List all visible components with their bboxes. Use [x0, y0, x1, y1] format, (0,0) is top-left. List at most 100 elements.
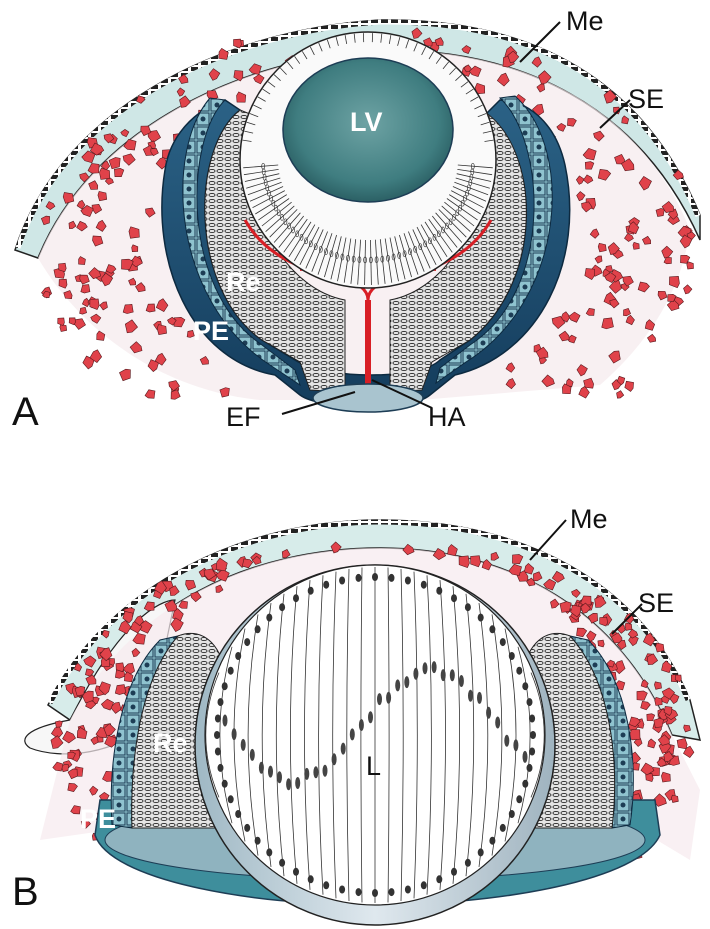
panel-b-lens-fiber-nucleus	[495, 717, 500, 729]
panel-b-lens-fiber-nucleus	[268, 766, 273, 778]
panel-a-mesenchyme-cell	[623, 379, 636, 392]
label-pe-b: PE	[80, 804, 116, 834]
panel-b-lens-epithelial-nucleus	[255, 625, 261, 633]
panel-b-lens-epithelial-nucleus	[339, 577, 345, 585]
panel-b-lens-epithelial-nucleus	[489, 625, 495, 633]
panel-b-lens-epithelial-nucleus	[308, 587, 314, 595]
panel-b-lens-epithelial-nucleus	[522, 780, 528, 788]
panel-a-mesenchyme-cell	[166, 378, 181, 392]
panel-b-lens-epithelial-nucleus	[405, 577, 411, 585]
panel-b-lens-epithelial-nucleus	[389, 888, 395, 896]
panel-b-lens-epithelial-nucleus	[214, 731, 220, 739]
panel-a	[15, 20, 700, 412]
panel-b-lens-fiber-nucleus	[477, 692, 482, 704]
panel-b-lens-epithelial-nucleus	[235, 810, 241, 818]
label-l: L	[366, 751, 381, 781]
panel-b-lens-epithelial-nucleus	[228, 795, 234, 803]
panel-b-lens-epithelial-nucleus	[529, 715, 535, 723]
label-me-a: Me	[566, 6, 604, 36]
panel-b-lens-epithelial-nucleus	[527, 764, 533, 772]
label-se-a: SE	[628, 84, 664, 114]
panel-b-lens-epithelial-nucleus	[421, 881, 427, 889]
panel-b-lens-epithelial-nucleus	[389, 574, 395, 582]
label-lv: LV	[350, 107, 383, 137]
panel-a-mesenchyme-cell	[144, 388, 158, 401]
panel-b-lens-epithelial-nucleus	[279, 603, 285, 611]
panel-b-lens-epithelial-nucleus	[500, 824, 506, 832]
panel-a-mesenchyme-cell	[682, 284, 693, 295]
label-re-b: Re	[153, 728, 188, 758]
panel-b-lens-fiber-nucleus	[459, 675, 464, 687]
panel-b-lens-epithelial-nucleus	[244, 638, 250, 646]
panel-b-lens-epithelial-nucleus	[465, 603, 471, 611]
panel-b-lens-fiber-nucleus	[332, 753, 337, 765]
panel-b-lens-fiber-nucleus	[468, 690, 473, 702]
panel-b-lens-epithelial-nucleus	[372, 573, 378, 581]
panel-b-lens-fiber-nucleus	[513, 739, 518, 751]
panel-a-mesenchyme-cell	[615, 389, 625, 400]
panel-b-lens-fiber-nucleus	[432, 661, 437, 673]
panel-b-lens-epithelial-nucleus	[218, 764, 224, 772]
panel-b-lens-fiber-nucleus	[241, 739, 246, 751]
panel-b-lens-fiber-nucleus	[259, 762, 264, 774]
panel-b-lens-fiber-nucleus	[323, 765, 328, 777]
panel-b-lens-epithelial-nucleus	[266, 614, 272, 622]
panel-b-lens-epithelial-nucleus	[516, 667, 522, 675]
panel-b-lens-epithelial-nucleus	[509, 652, 515, 660]
panel-b-lens-fiber-nucleus	[250, 749, 255, 761]
label-se-b: SE	[638, 588, 674, 618]
panel-b-lens-fiber-nucleus	[368, 711, 373, 723]
panel-b-lens-epithelial-nucleus	[530, 731, 536, 739]
panel-b-lens-fiber-nucleus	[486, 707, 491, 719]
panel-b-lens-epithelial-nucleus	[451, 868, 457, 876]
panel-b-lens-fiber-nucleus	[295, 777, 300, 789]
panel-b-lens-epithelial-nucleus	[356, 574, 362, 582]
panel-label-b: B	[12, 870, 39, 914]
panel-b-lens-epithelial-nucleus	[465, 859, 471, 867]
panel-b-lens-epithelial-nucleus	[222, 682, 228, 690]
panel-b-lens-fiber-nucleus	[423, 662, 428, 674]
panel-b-lens-fiber-nucleus	[286, 778, 291, 790]
panel-b-lens-epithelial-nucleus	[529, 748, 535, 756]
panel-b-lens-epithelial-nucleus	[244, 824, 250, 832]
panel-b	[25, 520, 700, 925]
panel-b-lens-epithelial-nucleus	[451, 594, 457, 602]
panel-b-lens-epithelial-nucleus	[279, 859, 285, 867]
panel-b-lens-epithelial-nucleus	[293, 594, 299, 602]
panel-b-lens-epithelial-nucleus	[218, 698, 224, 706]
panel-b-lens-fiber-nucleus	[377, 693, 382, 705]
panel-b-lens-epithelial-nucleus	[489, 837, 495, 845]
panel-b-lens-epithelial-nucleus	[323, 881, 329, 889]
panel-b-lens-fiber-nucleus	[413, 668, 418, 680]
panel-b-lens-fiber-nucleus	[395, 679, 400, 691]
panel-b-lens-fiber-nucleus	[341, 743, 346, 755]
panel-b-lens-fiber-nucleus	[313, 766, 318, 778]
panel-b-lens-epithelial-nucleus	[372, 889, 378, 897]
panel-b-lens-epithelial-nucleus	[222, 780, 228, 788]
panel-b-lens-epithelial-nucleus	[266, 848, 272, 856]
panel-b-lens-fiber-nucleus	[386, 692, 391, 704]
panel-b-lens-fiber-nucleus	[523, 751, 528, 763]
panel-b-lens-epithelial-nucleus	[308, 875, 314, 883]
panel-b-lens-epithelial-nucleus	[235, 652, 241, 660]
panel-b-lens-epithelial-nucleus	[509, 810, 515, 818]
panel-b-lens-epithelial-nucleus	[478, 614, 484, 622]
panel-label-a: A	[12, 390, 39, 434]
panel-b-lens-epithelial-nucleus	[215, 715, 221, 723]
panel-b-lens-epithelial-nucleus	[405, 886, 411, 894]
panel-b-lens-epithelial-nucleus	[215, 748, 221, 756]
panel-b-lens-epithelial-nucleus	[478, 848, 484, 856]
panel-b-lens-epithelial-nucleus	[436, 875, 442, 883]
panel-b-lens-epithelial-nucleus	[323, 581, 329, 589]
panel-b-lens-epithelial-nucleus	[356, 888, 362, 896]
panel-b-lens-fiber-nucleus	[504, 735, 509, 747]
label-ha: HA	[428, 402, 466, 432]
panel-b-lens-epithelial-nucleus	[255, 837, 261, 845]
panel-b-lens-epithelial-nucleus	[421, 581, 427, 589]
panel-b-lens-epithelial-nucleus	[500, 638, 506, 646]
panel-b-lens-fiber-nucleus	[232, 728, 237, 740]
panel-b-lens-fiber-nucleus	[359, 719, 364, 731]
label-ef: EF	[226, 402, 261, 432]
panel-a-embryonic-fissure	[313, 384, 423, 412]
